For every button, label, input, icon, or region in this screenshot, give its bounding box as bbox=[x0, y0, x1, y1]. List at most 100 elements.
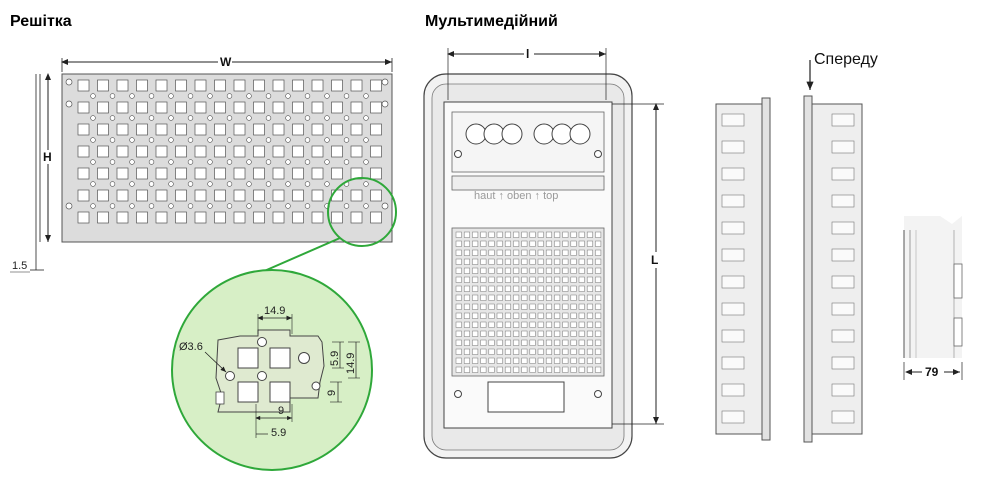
enclosure-square-hole bbox=[545, 240, 552, 247]
enclosure-square-hole bbox=[455, 249, 462, 256]
grid-square-hole bbox=[272, 123, 285, 136]
grid-round-hole bbox=[343, 93, 350, 99]
detail-zoom: 14.9 Ø3.6 5.9 14.9 9 9 5.9 bbox=[171, 269, 373, 471]
grid-square-hole bbox=[253, 167, 265, 180]
enclosure-square-hole bbox=[586, 321, 593, 328]
enclosure-square-hole bbox=[570, 267, 577, 274]
enclosure-square-hole bbox=[586, 348, 593, 355]
enclosure-square-hole bbox=[529, 267, 536, 274]
enclosure-square-hole bbox=[537, 339, 544, 346]
dim-bottom-b: 5.9 bbox=[271, 427, 286, 439]
enclosure-square-hole bbox=[570, 339, 577, 346]
enclosure-square-hole bbox=[455, 267, 462, 274]
enclosure-square-hole bbox=[570, 303, 577, 310]
grid-square-hole bbox=[292, 123, 304, 136]
grid-square-hole bbox=[253, 101, 265, 114]
enclosure-square-hole bbox=[562, 366, 569, 373]
grid-round-hole bbox=[187, 115, 194, 121]
enclosure-square-hole bbox=[529, 357, 536, 364]
grid-square-hole bbox=[311, 101, 324, 114]
grid-round-hole bbox=[246, 181, 252, 187]
grid-square-hole bbox=[311, 79, 324, 92]
grid-square-hole bbox=[214, 189, 226, 202]
enclosure-square-hole bbox=[513, 339, 520, 346]
grid-square-hole bbox=[233, 123, 246, 136]
grid-square-hole bbox=[272, 211, 285, 224]
grid-round-hole bbox=[129, 159, 135, 165]
enclosure-square-hole bbox=[472, 240, 479, 247]
enclosure-square-hole bbox=[570, 366, 577, 373]
grid-round-hole bbox=[90, 137, 96, 143]
enclosure-square-hole bbox=[504, 348, 511, 355]
grid-square-hole bbox=[175, 167, 187, 180]
enclosure-square-hole bbox=[488, 312, 495, 319]
enclosure-square-hole bbox=[504, 321, 511, 328]
enclosure-square-hole bbox=[496, 249, 503, 256]
enclosure-square-hole bbox=[545, 303, 552, 310]
grid-round-hole bbox=[90, 181, 96, 187]
grid-round-hole bbox=[187, 93, 194, 99]
grid-round-hole bbox=[129, 181, 135, 187]
enclosure-square-hole bbox=[595, 321, 602, 328]
enclosure-square-hole bbox=[537, 276, 544, 283]
grid-square-hole bbox=[272, 145, 285, 158]
mount-hole bbox=[381, 78, 389, 86]
enclosure-square-hole bbox=[586, 285, 593, 292]
grid-square-hole bbox=[233, 79, 246, 92]
grid-square-hole bbox=[214, 211, 226, 224]
grid-square-hole bbox=[136, 167, 148, 180]
grid-square-hole bbox=[331, 79, 343, 92]
grid-round-hole bbox=[148, 203, 155, 209]
enclosure-square-hole bbox=[570, 285, 577, 292]
grid-square-hole bbox=[350, 211, 363, 224]
grid-square-hole bbox=[292, 167, 304, 180]
grid-square-hole bbox=[292, 101, 304, 114]
grid-round-hole bbox=[90, 93, 96, 99]
grid-round-hole bbox=[363, 203, 369, 209]
enclosure-square-hole bbox=[496, 303, 503, 310]
grid-square-hole bbox=[253, 145, 265, 158]
dim-vertical-a: 5.9 bbox=[329, 351, 341, 366]
side-slot bbox=[831, 275, 855, 289]
grid-square-hole bbox=[97, 79, 109, 92]
mount-hole bbox=[65, 100, 73, 108]
grid-round-hole bbox=[343, 137, 350, 143]
grid-round-hole bbox=[207, 159, 213, 165]
grid-square-hole bbox=[370, 189, 382, 202]
grid-square-hole bbox=[155, 101, 168, 114]
grid-square-hole bbox=[116, 145, 129, 158]
enclosure-square-hole bbox=[537, 240, 544, 247]
side-slot bbox=[831, 356, 855, 370]
grid-round-hole bbox=[90, 203, 96, 209]
enclosure-square-hole bbox=[504, 312, 511, 319]
grid-square-hole bbox=[155, 189, 168, 202]
enclosure-square-hole bbox=[513, 240, 520, 247]
grid-round-hole bbox=[129, 115, 135, 121]
dim-vertical-c: 9 bbox=[326, 390, 338, 396]
enclosure-square-hole bbox=[554, 348, 561, 355]
thickness-label: 1.5 bbox=[12, 260, 27, 272]
enclosure-square-hole bbox=[586, 249, 593, 256]
grid-round-hole bbox=[168, 159, 174, 165]
enclosure-square-hole bbox=[504, 330, 511, 337]
grid-square-hole bbox=[175, 79, 187, 92]
grid-round-hole bbox=[187, 181, 194, 187]
grid-round-hole bbox=[109, 137, 116, 143]
grid-round-hole bbox=[324, 137, 330, 143]
enclosure-square-hole bbox=[554, 285, 561, 292]
enclosure-square-hole bbox=[570, 231, 577, 238]
grid-square-hole bbox=[136, 101, 148, 114]
side-slots bbox=[721, 113, 745, 424]
hole-diameter-label: Ø3.6 bbox=[179, 341, 203, 353]
enclosure-square-hole bbox=[529, 303, 536, 310]
grid-square-hole bbox=[97, 145, 109, 158]
enclosure-square-hole bbox=[586, 267, 593, 274]
enclosure-square-hole bbox=[570, 357, 577, 364]
side-slot bbox=[721, 383, 745, 397]
enclosure-square-hole bbox=[455, 231, 462, 238]
enclosure-square-hole bbox=[529, 249, 536, 256]
enclosure-square-hole bbox=[570, 276, 577, 283]
grid-square-hole bbox=[175, 189, 187, 202]
enclosure-square-hole bbox=[554, 357, 561, 364]
enclosure-square-hole bbox=[554, 339, 561, 346]
